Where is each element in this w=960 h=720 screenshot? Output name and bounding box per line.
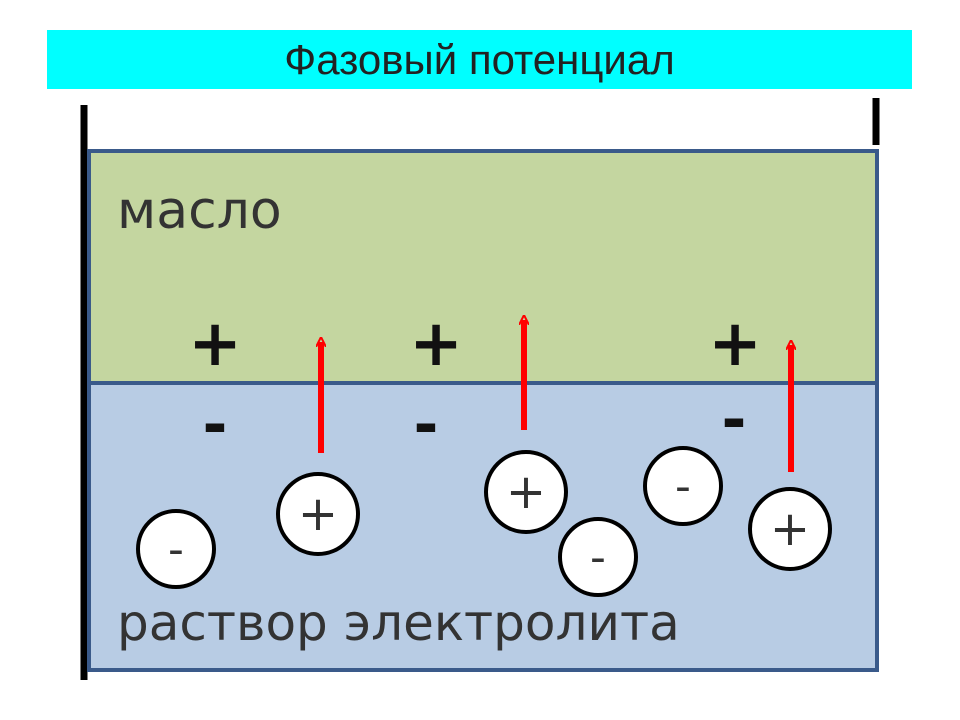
- ion-cation-1: +: [276, 472, 360, 556]
- ion-anion-2-sign: -: [590, 532, 606, 583]
- page-title: Фазовый потенциал: [284, 35, 675, 83]
- ion-cation-2: +: [484, 450, 568, 534]
- oil-label: масло: [117, 181, 282, 241]
- oil-charge-plus-1: +: [188, 307, 242, 381]
- ion-anion-1: -: [136, 509, 216, 589]
- ion-anion-3: -: [643, 446, 723, 526]
- ion-cation-3-sign: +: [770, 501, 810, 557]
- oil-charge-plus-3: +: [708, 307, 762, 381]
- solution-charge-minus-2: -: [414, 390, 439, 460]
- ion-anion-3-sign: -: [675, 461, 691, 512]
- ion-cation-1-sign: +: [298, 486, 338, 542]
- solution-charge-minus-3: -: [722, 385, 747, 455]
- electrolyte-layer: [87, 381, 879, 672]
- electrolyte-label: раствор электролита: [117, 594, 680, 652]
- ion-cation-2-sign: +: [506, 464, 546, 520]
- ion-anion-2: -: [558, 517, 638, 597]
- ion-cation-3: +: [748, 487, 832, 571]
- oil-charge-plus-2: +: [409, 307, 463, 381]
- ion-anion-1-sign: -: [168, 524, 184, 575]
- solution-charge-minus-1: -: [203, 390, 228, 460]
- oil-layer: [87, 149, 879, 385]
- title-bar: Фазовый потенциал: [47, 30, 912, 89]
